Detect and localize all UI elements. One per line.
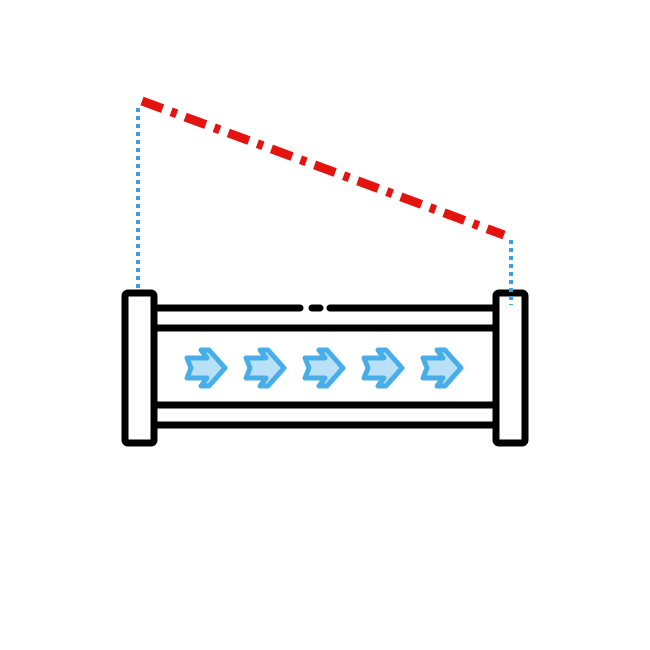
pipe-top-rail: [151, 304, 499, 332]
flow-arrow-icon: [361, 347, 405, 389]
right-flange: [492, 289, 529, 447]
flow-arrow-icon: [243, 347, 287, 389]
flow-arrow-icon: [420, 347, 464, 389]
pressure-gradient-line: [140, 96, 506, 240]
flow-arrow-icon: [302, 347, 346, 389]
pipe-bottom-rail: [151, 401, 499, 429]
flow-arrow-icon: [184, 347, 228, 389]
left-flange: [121, 289, 158, 447]
flow-arrows: [184, 347, 464, 389]
